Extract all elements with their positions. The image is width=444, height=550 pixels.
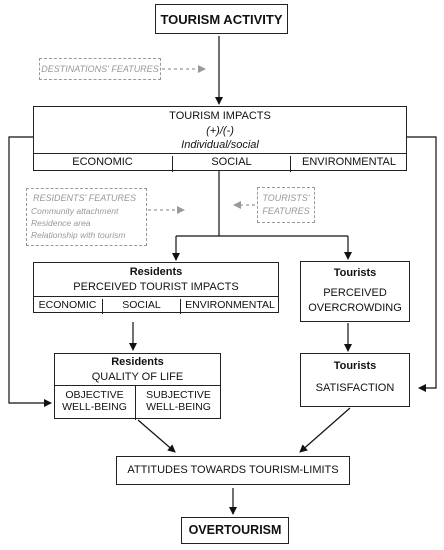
arrow-left-impacts-qol [8, 136, 52, 407]
perceived-col-economic: ECONOMIC [33, 299, 103, 314]
attitudes-box: ATTITUDES TOWARDS TOURISM-LIMITS [116, 456, 350, 485]
tourists-overcrowding-box: Tourists PERCEIVED OVERCROWDING [300, 261, 410, 322]
tourism-impacts-title: TOURISM IMPACTS [169, 110, 271, 122]
qol-col-subjective: SUBJECTIVE WELL-BEING [136, 386, 221, 420]
residents-perceived-title: Residents [129, 266, 183, 278]
impacts-col-economic: ECONOMIC [33, 156, 173, 172]
tourism-impacts-scope: Individual/social [181, 139, 259, 151]
tourists-features-line1: TOURISTS' [262, 193, 310, 203]
tourism-impacts-sign: (+)/(-) [206, 125, 234, 137]
arrow-satisfaction-attitudes [299, 407, 351, 453]
tourists-features-line2: FEATURES [262, 206, 310, 216]
overtourism-box: OVERTOURISM [181, 517, 289, 544]
residents-features-item: Relationship with tourism [31, 230, 126, 240]
perceived-col-social: SOCIAL [103, 299, 181, 314]
residents-perceived-box: Residents PERCEIVED TOURIST IMPACTS ECON… [33, 262, 279, 314]
residents-perceived-columns: ECONOMIC SOCIAL ENVIRONMENTAL [33, 296, 279, 314]
residents-features-title: RESIDENTS' FEATURES [33, 193, 137, 203]
residents-features-item: Community attachment [31, 206, 119, 216]
qol-objective-line2: WELL-BEING [62, 401, 127, 413]
residents-qol-columns: OBJECTIVE WELL-BEING SUBJECTIVE WELL-BEI… [54, 385, 221, 420]
tourists-satisfaction-box: Tourists SATISFACTION [300, 353, 410, 407]
arrow-qol-attitudes [137, 419, 176, 453]
tourists-satisfaction-title: Tourists [333, 360, 377, 372]
qol-col-objective: OBJECTIVE WELL-BEING [54, 386, 136, 420]
tourists-satisfaction-line1: SATISFACTION [315, 382, 395, 394]
residents-qol-subtitle: QUALITY OF LIFE [91, 371, 184, 383]
residents-features-item: Residence area [31, 218, 91, 228]
tourism-impacts-columns: ECONOMIC SOCIAL ENVIRONMENTAL [33, 153, 407, 172]
residents-qol-box: Residents QUALITY OF LIFE OBJECTIVE WELL… [54, 353, 221, 420]
tourists-overcrowding-line2: OVERCROWDING [308, 302, 402, 314]
tourists-overcrowding-line1: PERCEIVED [323, 287, 387, 299]
residents-perceived-subtitle: PERCEIVED TOURIST IMPACTS [73, 281, 239, 293]
qol-subjective-line1: SUBJECTIVE [146, 389, 211, 401]
qol-subjective-line2: WELL-BEING [146, 401, 211, 413]
perceived-col-environmental: ENVIRONMENTAL [185, 299, 275, 311]
destinations-features-box: DESTINATIONS' FEATURES [39, 58, 161, 80]
tourism-activity-box: TOURISM ACTIVITY [155, 4, 288, 34]
arrow-right-impacts-satisfaction [405, 136, 437, 392]
impacts-col-social: SOCIAL [173, 156, 291, 172]
destinations-features-label: DESTINATIONS' FEATURES [41, 64, 159, 74]
attitudes-label: ATTITUDES TOWARDS TOURISM-LIMITS [127, 464, 339, 476]
overtourism-title: OVERTOURISM [188, 523, 282, 537]
tourism-activity-title: TOURISM ACTIVITY [160, 12, 283, 27]
tourists-overcrowding-title: Tourists [333, 267, 377, 279]
tourists-features-box: TOURISTS' FEATURES [257, 187, 315, 223]
residents-qol-title: Residents [111, 356, 164, 368]
tourism-impacts-box: TOURISM IMPACTS (+)/(-) Individual/socia… [33, 106, 407, 172]
impacts-col-environmental: ENVIRONMENTAL [302, 156, 396, 168]
qol-objective-line1: OBJECTIVE [65, 389, 124, 401]
residents-features-box: RESIDENTS' FEATURES Community attachment… [26, 188, 147, 246]
